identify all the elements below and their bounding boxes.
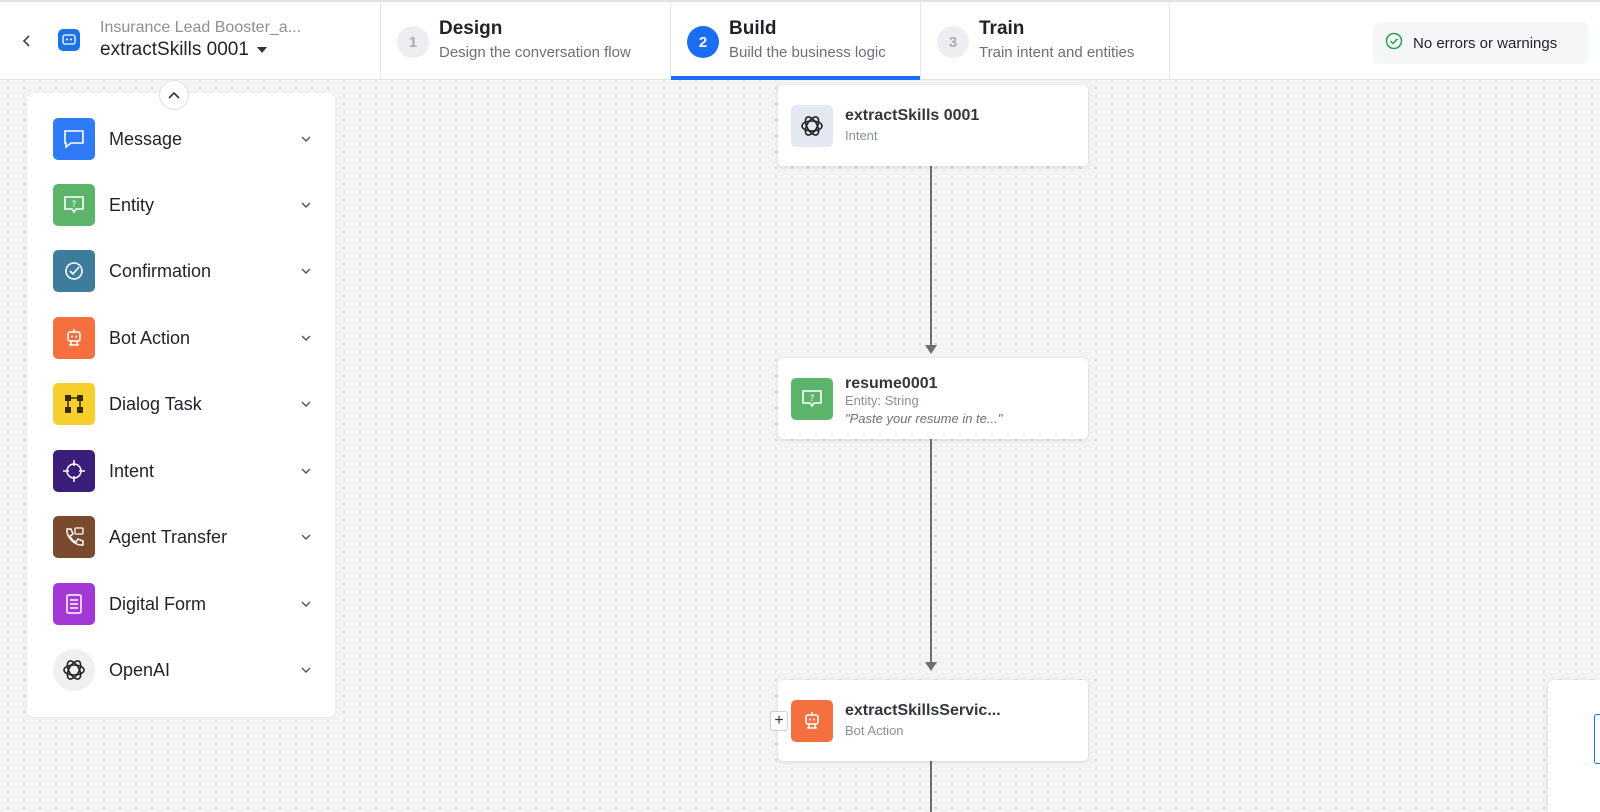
palette-item-intent[interactable]: Intent [53, 449, 313, 493]
step-number: 1 [397, 26, 429, 58]
dialog-name: extractSkills 0001 [100, 39, 249, 60]
svg-text:?: ? [810, 394, 815, 404]
bot-logo-icon [58, 29, 80, 51]
node-title: extractSkills 0001 [845, 107, 980, 124]
node-type: Bot Action [845, 723, 904, 738]
panel-handle[interactable] [1594, 714, 1600, 764]
palette-item-label: Entity [109, 194, 155, 215]
check-circle-icon [1385, 32, 1403, 54]
flow-connector [930, 439, 932, 664]
message-icon [53, 118, 95, 160]
validation-status[interactable]: No errors or warnings [1373, 22, 1588, 64]
chevron-down-icon[interactable] [299, 198, 313, 212]
step-number: 3 [937, 26, 969, 58]
palette-item-label: Dialog Task [109, 393, 202, 414]
confirmation-icon [53, 250, 95, 292]
flow-connector [930, 761, 932, 812]
palette-item-confirmation[interactable]: Confirmation [53, 249, 313, 293]
digital-form-icon [53, 583, 95, 625]
agent-transfer-icon [53, 516, 95, 558]
back-arrow-icon[interactable] [16, 30, 38, 52]
connector-arrow-icon [925, 662, 937, 671]
node-palette: Message ? Entity Confirmation Bot Action… [27, 93, 335, 717]
active-step-indicator [671, 76, 920, 80]
chevron-down-icon[interactable] [299, 264, 313, 278]
node-prompt: "Paste your resume in te..." [845, 411, 1003, 426]
palette-item-digital-form[interactable]: Digital Form [53, 582, 313, 626]
entity-icon: ? [791, 378, 833, 420]
palette-item-label: OpenAI [109, 659, 171, 680]
caret-down-icon [256, 46, 267, 53]
bot-action-icon [53, 317, 95, 359]
openai-icon [791, 105, 833, 147]
chevron-down-icon[interactable] [299, 132, 313, 146]
top-bar: Insurance Lead Booster_a... extractSkill… [0, 0, 1600, 80]
flow-node-bot-action[interactable]: extractSkillsServic... Bot Action [778, 680, 1088, 761]
palette-item-openai[interactable]: OpenAI [53, 648, 313, 692]
step-subtitle: Build the business logic [729, 44, 886, 61]
step-number: 2 [687, 26, 719, 58]
collapse-palette-button[interactable] [159, 80, 189, 110]
node-type: Intent [845, 128, 878, 143]
node-title: extractSkillsServic... [845, 702, 1001, 719]
flow-node-intent[interactable]: extractSkills 0001 Intent [778, 85, 1088, 166]
flow-connector [930, 166, 932, 348]
palette-item-label: Intent [109, 460, 155, 481]
step-subtitle: Design the conversation flow [439, 44, 631, 61]
status-text: No errors or warnings [1413, 34, 1558, 52]
palette-item-dialog-task[interactable]: Dialog Task [53, 382, 313, 426]
step-build[interactable]: 2 Build Build the business logic [670, 2, 920, 80]
step-design[interactable]: 1 Design Design the conversation flow [380, 2, 670, 80]
chevron-down-icon[interactable] [299, 397, 313, 411]
dialog-task-icon [53, 383, 95, 425]
chevron-down-icon[interactable] [299, 597, 313, 611]
palette-item-label: Agent Transfer [109, 526, 228, 547]
dialog-selector[interactable]: extractSkills 0001 [100, 39, 267, 61]
palette-item-bot-action[interactable]: Bot Action [53, 316, 313, 360]
palette-item-message[interactable]: Message [53, 117, 313, 161]
palette-item-label: Confirmation [109, 260, 212, 281]
palette-item-label: Message [109, 128, 183, 149]
entity-icon: ? [53, 184, 95, 226]
step-title: Build [729, 18, 777, 39]
chevron-down-icon[interactable] [299, 464, 313, 478]
palette-item-entity[interactable]: ? Entity [53, 183, 313, 227]
bot-name: Insurance Lead Booster_a... [100, 19, 302, 36]
chevron-down-icon[interactable] [299, 663, 313, 677]
chevron-down-icon[interactable] [299, 331, 313, 345]
step-subtitle: Train intent and entities [979, 44, 1135, 61]
node-title: resume0001 [845, 375, 938, 392]
palette-item-agent-transfer[interactable]: Agent Transfer [53, 515, 313, 559]
openai-icon [53, 649, 95, 691]
node-type: Entity: String [845, 393, 919, 408]
side-panel-edge[interactable] [1548, 680, 1600, 812]
step-train[interactable]: 3 Train Train intent and entities [920, 2, 1170, 80]
svg-text:?: ? [72, 200, 77, 210]
connector-arrow-icon [925, 345, 937, 354]
chevron-down-icon[interactable] [299, 530, 313, 544]
palette-item-label: Bot Action [109, 327, 191, 348]
flow-node-entity[interactable]: ? resume0001 Entity: String "Paste your … [778, 358, 1088, 439]
bot-action-icon [791, 700, 833, 742]
intent-icon [53, 450, 95, 492]
chevron-up-icon [168, 91, 180, 99]
step-title: Train [979, 18, 1025, 39]
add-node-button[interactable]: + [770, 711, 788, 731]
palette-item-label: Digital Form [109, 593, 207, 614]
step-title: Design [439, 18, 503, 39]
